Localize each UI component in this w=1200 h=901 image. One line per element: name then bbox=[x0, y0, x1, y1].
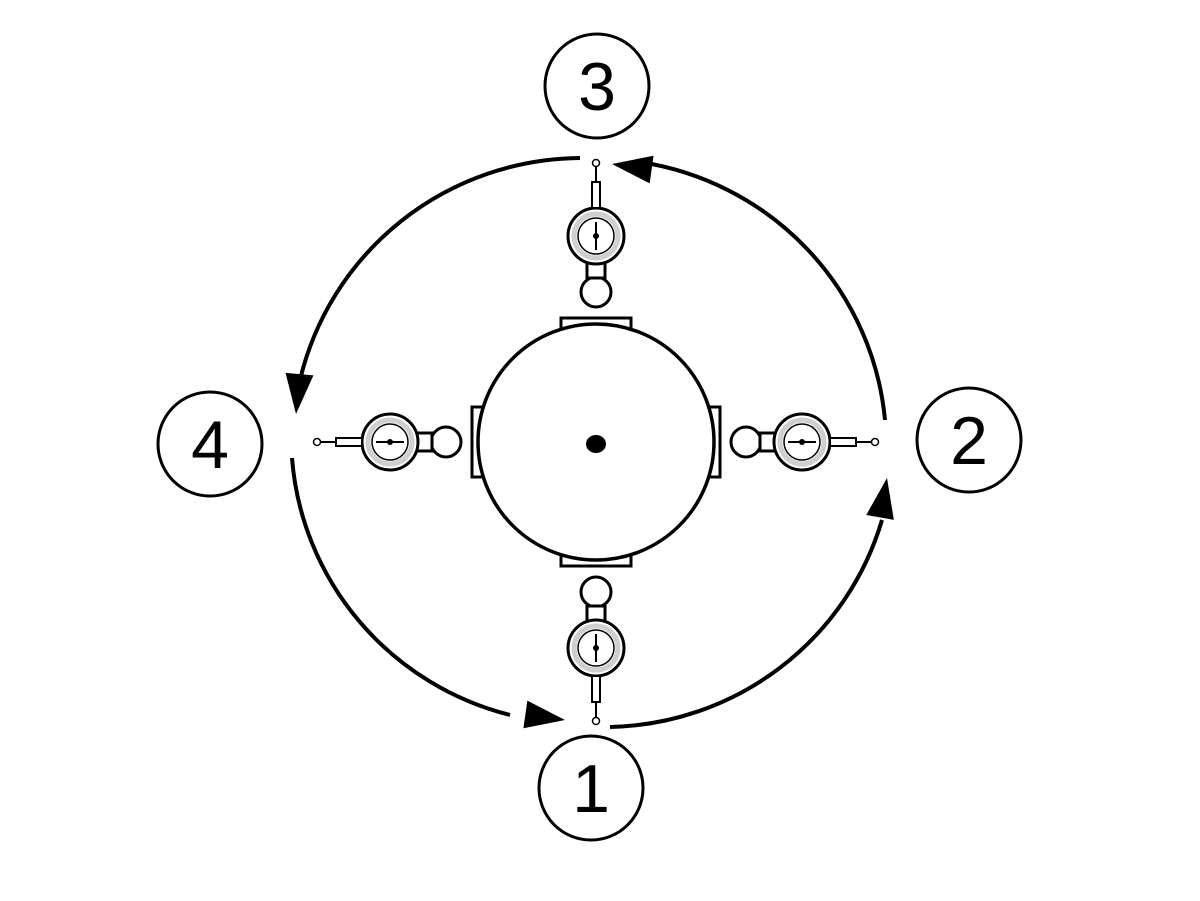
spindle bbox=[470, 316, 722, 568]
position-marker-3: 3 bbox=[543, 32, 651, 140]
dial-indicator-top bbox=[568, 160, 624, 308]
position-marker-1: 1 bbox=[537, 734, 645, 842]
spindle-center-dot bbox=[586, 435, 606, 453]
position-marker-2: 2 bbox=[915, 386, 1023, 494]
arc-2-to-3 bbox=[639, 160, 887, 421]
arrow-toward-3-icon bbox=[610, 150, 654, 184]
rotation-path bbox=[290, 156, 887, 729]
arc-4-to-1 bbox=[290, 457, 511, 717]
arc-1-to-2 bbox=[609, 519, 884, 729]
position-label-3: 3 bbox=[578, 49, 616, 125]
position-label-1: 1 bbox=[572, 751, 610, 827]
dial-indicator-bottom bbox=[568, 577, 624, 725]
position-label-2: 2 bbox=[950, 403, 988, 479]
position-label-4: 4 bbox=[191, 407, 229, 483]
arc-3-to-4 bbox=[298, 156, 581, 381]
arrow-toward-1-icon bbox=[523, 700, 567, 734]
dial-indicator-left bbox=[314, 414, 462, 470]
position-marker-4: 4 bbox=[156, 390, 264, 498]
dial-indicator-right bbox=[731, 414, 879, 470]
arrow-toward-4-icon bbox=[282, 372, 314, 416]
arrow-toward-2-icon bbox=[866, 475, 901, 520]
